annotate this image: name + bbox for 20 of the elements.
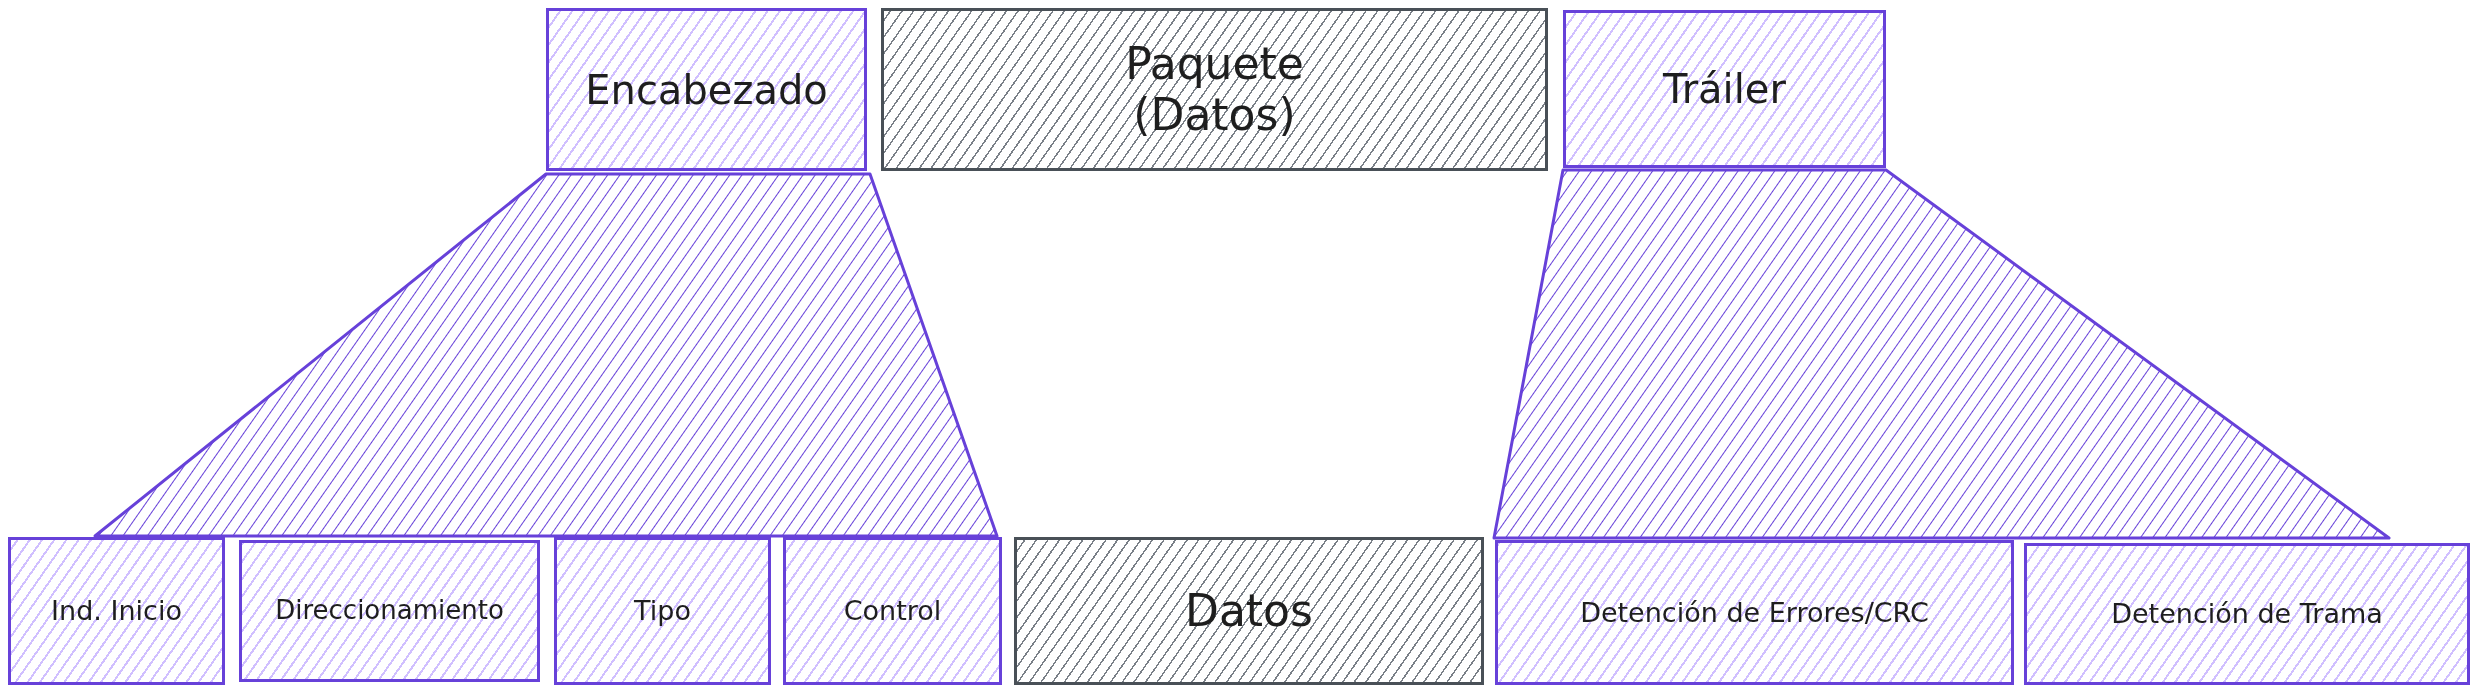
field-box [1495,540,2014,685]
expansion-trapezoid [95,174,997,536]
expansion-trapezoid [1494,170,2389,538]
field-label: Detención de Errores/CRC [1580,596,1929,628]
field-box [8,537,225,685]
field-label: Tipo [634,595,691,627]
field-label: Ind. Inicio [51,595,182,627]
field-label: Tráiler [1663,66,1786,112]
field-box [2024,543,2470,685]
field-label: Detención de Trama [2111,598,2383,630]
data-block [1014,537,1484,685]
data-block [881,8,1548,171]
field-label: Direccionamiento [275,596,504,626]
field-label: Control [843,595,942,627]
field-box [1563,10,1886,168]
field-box [546,8,867,171]
field-label: Encabezado [585,66,828,113]
field-box [554,537,771,685]
field-box [239,540,540,682]
field-box [783,537,1002,685]
